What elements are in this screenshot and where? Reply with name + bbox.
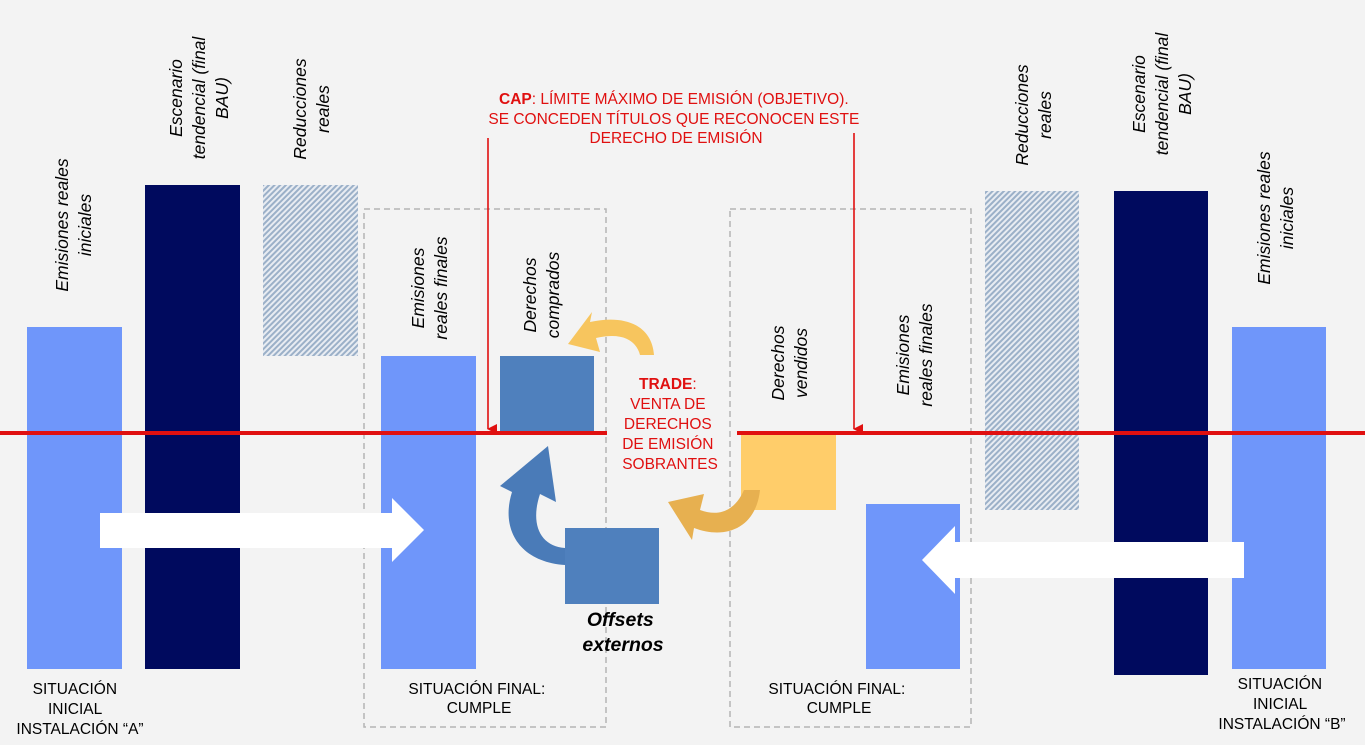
bar-reducciones-b [985, 191, 1079, 510]
curved-arrow-comprados-icon [568, 312, 654, 355]
bar-emisiones-finales-b [866, 504, 960, 669]
caption-final-b: SITUACIÓN FINAL: CUMPLE [768, 681, 909, 717]
white-arrow-right-icon [100, 498, 424, 562]
bar-escenario-a [145, 185, 240, 669]
white-arrow-left-icon [922, 526, 1244, 594]
bar-offsets-externos [565, 528, 659, 604]
caption-final-a: SITUACIÓN FINAL: CUMPLE [408, 681, 549, 717]
curved-arrow-offsets-icon [500, 446, 565, 565]
caption-inicial-b: SITUACIÓN INICIAL INSTALACIÓN “B” [1218, 676, 1345, 733]
cap-annotation: CAP: LÍMITE MÁXIMO DE EMISIÓN (OBJETIVO)… [488, 91, 863, 147]
bar-emisiones-iniciales-a [27, 327, 122, 669]
final-b-frame [729, 208, 972, 728]
curved-arrow-vendidos-icon [668, 490, 760, 540]
bar-reducciones-a [263, 185, 358, 356]
offsets-label: Offsets externos [582, 609, 663, 656]
bar-derechos-comprados [500, 356, 594, 433]
caption-inicial-a: SITUACIÓN INICIAL INSTALACIÓN “A” [16, 681, 143, 738]
trade-annotation: TRADE: VENTA DE DERECHOS DE EMISIÓN SOBR… [622, 376, 718, 473]
final-a-frame [363, 208, 607, 728]
bar-emisiones-iniciales-b [1232, 327, 1326, 669]
